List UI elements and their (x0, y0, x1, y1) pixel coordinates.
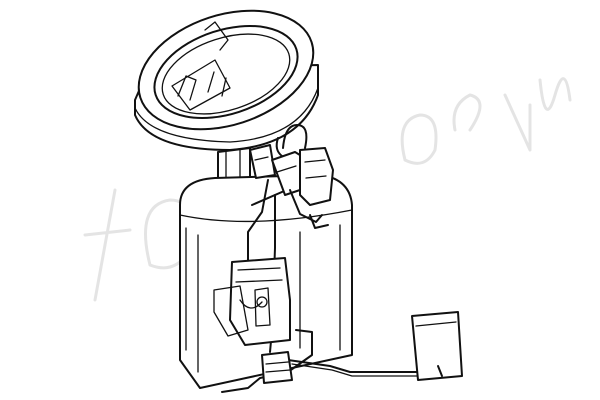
fuel-level-float (411, 311, 463, 381)
outlet-fitting (261, 351, 293, 384)
level-sensor-assembly (213, 257, 291, 346)
pump-connector (249, 124, 334, 206)
top-flange (134, 9, 319, 151)
